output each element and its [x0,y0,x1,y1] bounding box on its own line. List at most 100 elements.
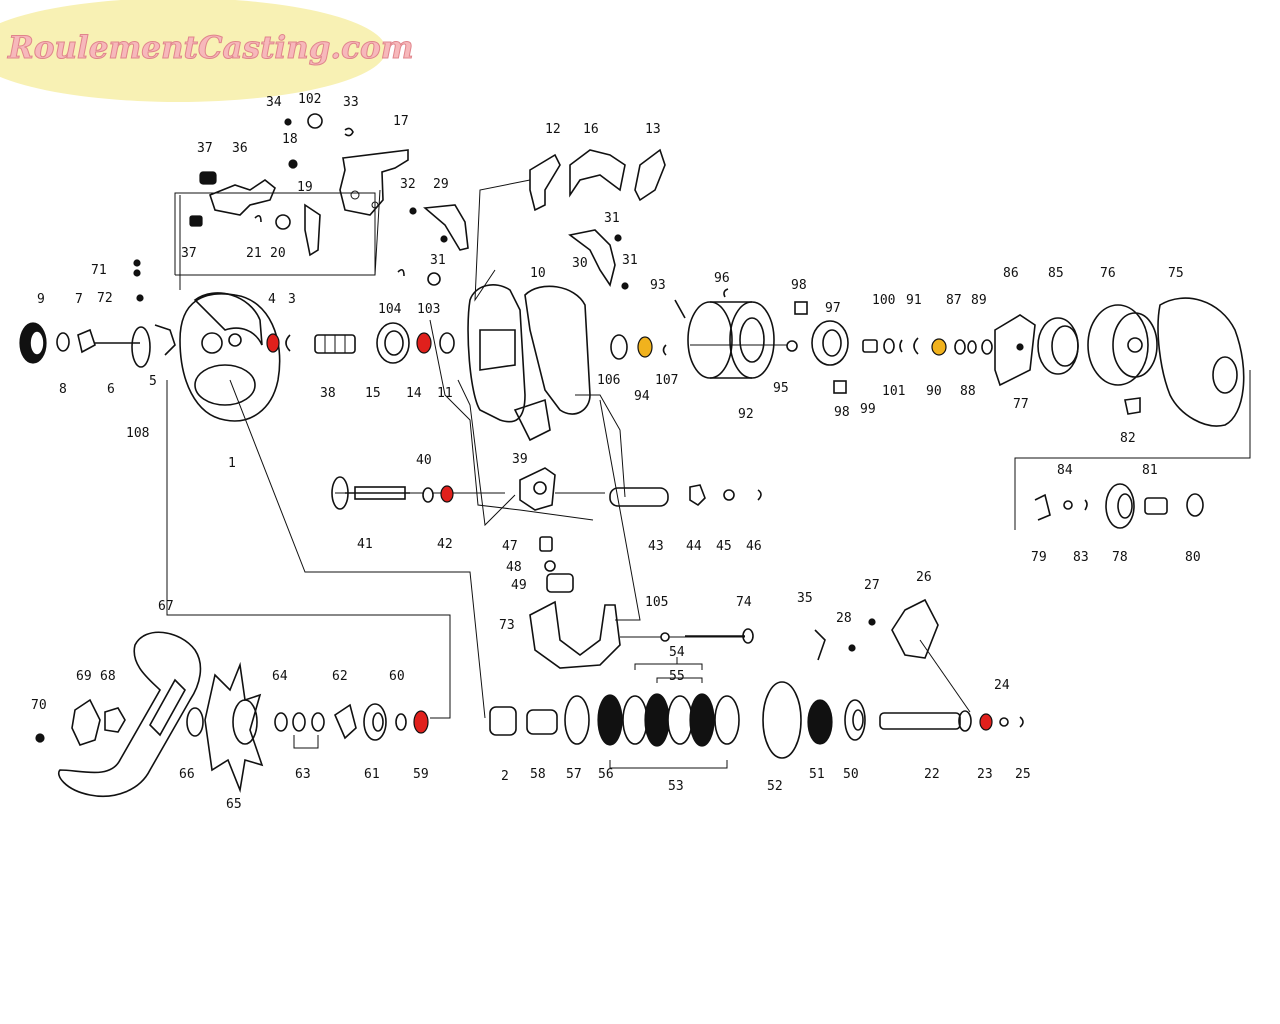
part-label: 6 [107,382,115,397]
part-108-plate [131,326,151,368]
part-47-pin [539,536,553,552]
part-label: 95 [773,381,789,396]
part-label: 37 [181,246,197,261]
logo-badge [0,0,386,102]
part-label: 97 [825,301,841,316]
part-label: 81 [1142,463,1158,478]
part-24-washer [999,717,1009,727]
part-46-clip [757,489,762,501]
part-label: 53 [668,779,684,794]
part-label: 9 [37,292,45,307]
part-17-sideplate-frame [339,149,409,216]
part-label: 108 [126,426,149,441]
part-8-washer [56,332,70,352]
part-label: 73 [499,618,515,633]
part-48-washer [544,560,556,572]
part-label: 30 [572,256,588,271]
part-33-clip [344,127,354,137]
part-label: 85 [1048,266,1064,281]
part-label: 45 [716,539,732,554]
part-98a-block [794,301,808,315]
part-52-main-gear [762,681,802,759]
part-label: 43 [648,539,664,554]
logo: RoulementCasting.com [0,0,414,102]
part-69-plate [71,698,101,746]
part-label: 51 [809,767,825,782]
part-drag-white-b [667,695,693,745]
part-92-spool [687,301,790,379]
part-label: 98 [791,278,807,293]
part-77-screw [1016,343,1024,351]
part-label: 105 [645,595,668,610]
part-label: 42 [437,537,453,552]
part-label: 88 [960,384,976,399]
part-handle-gear [232,699,258,745]
part-label: 84 [1057,463,1073,478]
part-label: 92 [738,407,754,422]
part-label: 50 [843,767,859,782]
part-99-spring [862,339,878,353]
part-label: 44 [686,539,702,554]
part-label: 90 [926,384,942,399]
part-label: 83 [1073,550,1089,565]
part-10-frame [467,284,591,442]
part-label: 54 [669,645,685,660]
part-93-pin [674,299,686,319]
part-32-screw [409,207,417,215]
part-label: 17 [393,114,409,129]
part-81-spring [1144,497,1168,515]
part-21-clip [254,214,262,223]
part-5-clip [154,324,176,356]
part-label: 23 [977,767,993,782]
part-90-bearing-yellow [931,338,947,356]
part-label: 14 [406,386,422,401]
part-label: 16 [583,122,599,137]
part-label: 63 [295,767,311,782]
part-label: 26 [916,570,932,585]
part-label: 13 [645,122,661,137]
part-label: 49 [511,578,527,593]
part-31c-screw [440,235,448,243]
part-19-lever [304,203,321,257]
part-25-clip [1019,716,1024,728]
part-label: 18 [282,132,298,147]
part-40-washer [422,487,434,503]
part-label: 27 [864,578,880,593]
part-83-clip [1084,499,1088,511]
part-86-plate [994,314,1036,387]
part-label: 89 [971,293,987,308]
part-label: 40 [416,453,432,468]
part-63-washer-a [292,712,306,732]
part-4-bearing-red [266,333,280,353]
part-label: 106 [597,373,620,388]
part-22-main-shaft [879,710,972,732]
part-label: 55 [669,669,685,684]
part-61-collar [363,703,387,741]
part-label: 24 [994,678,1010,693]
part-59-bearing-red [413,710,429,734]
part-44-nut [689,484,706,507]
part-label: 34 [266,95,282,110]
part-label: 8 [59,382,67,397]
part-56-drag-washer [597,694,623,746]
part-11-washer [439,332,455,354]
part-27-screw [868,618,876,626]
assembly-lines [166,179,1251,719]
part-label: 25 [1015,767,1031,782]
part-49-pawl [546,573,574,593]
part-labels: 1 2 3 4 5 6 7 8 9 10 11 12 13 14 15 16 1… [31,92,1201,812]
part-70-screw [35,733,45,743]
part-103-washer [427,272,441,286]
part-30-lever [568,229,616,287]
part-label: 98 [834,405,850,420]
part-97-brake-drum [811,320,849,366]
part-71-screws [133,259,141,267]
part-label: 4 [268,292,276,307]
part-label: 52 [767,779,783,794]
part-101-clip [899,339,903,353]
part-104-clip [397,268,405,277]
part-37-spring [199,171,217,185]
part-label: 22 [924,767,940,782]
part-26-bracket [891,598,939,659]
